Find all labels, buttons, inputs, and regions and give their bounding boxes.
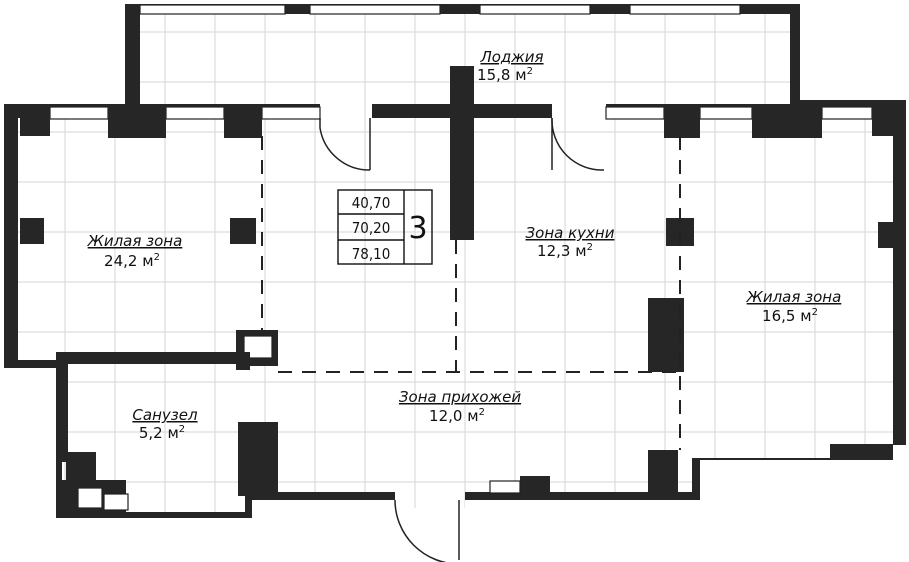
room-label-living-left: Жилая зона 24,2 м2	[87, 232, 183, 270]
living-area-value: 40,70	[352, 194, 391, 212]
bathroom-name: Санузел	[132, 406, 198, 424]
zone-boundaries	[261, 136, 684, 450]
total-with-loggia-value: 78,10	[352, 245, 391, 263]
central-wall	[450, 66, 474, 240]
total-area-value: 70,20	[352, 219, 391, 237]
loggia-name: Лоджия	[479, 48, 543, 66]
hall-name: Зона прихожей	[399, 388, 521, 406]
kitchen-pier	[648, 298, 684, 372]
room-label-kitchen: Зона кухни 12,3 м2	[526, 224, 615, 260]
bathroom-area: 5,2	[139, 424, 163, 442]
svg-text:5,2 м2: 5,2 м2	[139, 424, 185, 442]
loggia-windows	[139, 4, 741, 15]
area-summary: 40,70 70,20 78,10 3	[337, 189, 433, 265]
hall-right-pier	[648, 450, 678, 496]
kitchen-name: Зона кухни	[526, 224, 615, 242]
loggia-area: 15,8	[477, 66, 510, 84]
living-left-name: Жилая зона	[87, 232, 183, 250]
room-windows	[49, 106, 873, 120]
svg-text:12,3 м2: 12,3 м2	[537, 242, 593, 260]
svg-text:12,0 м2: 12,0 м2	[429, 407, 485, 425]
room-label-hall: Зона прихожей 12,0 м2	[399, 388, 521, 425]
bathroom-top-wall	[56, 352, 242, 364]
bathroom-left-wall	[56, 352, 68, 462]
bathroom-fixtures	[56, 452, 129, 512]
columns	[20, 218, 898, 248]
svg-text:15,8 м2: 15,8 м2	[477, 66, 533, 84]
svg-text:16,5 м2: 16,5 м2	[762, 307, 818, 325]
living-right-area: 16,5	[762, 307, 795, 325]
room-label-loggia: Лоджия 15,8 м2	[477, 48, 544, 84]
bathroom-right-wall	[238, 422, 278, 496]
floor-area	[18, 14, 893, 512]
living-right-name: Жилая зона	[746, 288, 842, 306]
doors	[319, 117, 605, 562]
living-left-area: 24,2	[104, 252, 137, 270]
room-label-living-right: Жилая зона 16,5 м2	[746, 288, 842, 325]
room-label-bathroom: Санузел 5,2 м2	[132, 406, 198, 442]
svg-text:24,2 м2: 24,2 м2	[104, 252, 160, 270]
wall-piers	[20, 104, 896, 138]
rooms-count: 3	[408, 211, 427, 246]
kitchen-area: 12,3	[537, 242, 570, 260]
hall-area: 12,0	[429, 407, 462, 425]
